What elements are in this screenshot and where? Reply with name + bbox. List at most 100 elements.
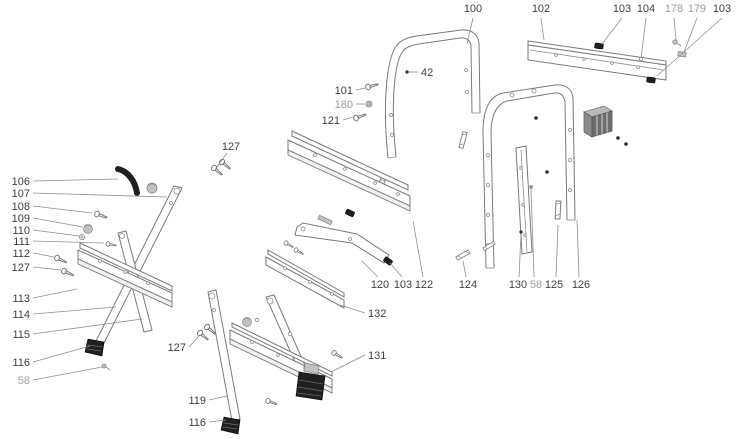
leader-line (32, 318, 143, 335)
part-label-102: 102 (532, 3, 550, 15)
part-label-127-c: 127 (168, 342, 186, 354)
part-frame-upper (373, 29, 481, 196)
leader-line (555, 224, 559, 278)
part-label-131: 131 (368, 350, 386, 362)
screw-icon (195, 328, 211, 343)
part-label-42: 42 (421, 67, 433, 79)
rubber-foot-icon (295, 362, 326, 401)
pin-icon (455, 249, 471, 261)
part-label-122: 122 (415, 279, 433, 291)
leader-line (32, 192, 168, 198)
leader-lines (32, 17, 723, 423)
part-label-126: 126 (572, 279, 590, 291)
foot-icon (220, 416, 241, 435)
screw-dot-icon (624, 142, 628, 146)
part-label-108: 108 (12, 201, 30, 213)
clip-icon (646, 76, 656, 84)
part-label-58-b: 58 (530, 279, 542, 291)
leader-line (412, 220, 424, 278)
leader-line (601, 17, 623, 45)
knob-disc-icon (242, 317, 252, 327)
part-label-125: 125 (545, 279, 563, 291)
leader-line (466, 17, 474, 45)
leader-line (339, 304, 366, 314)
part-label-103-a: 103 (613, 3, 631, 15)
leader-line (530, 188, 535, 278)
leader-line (389, 262, 403, 278)
gray-pin-icon (317, 214, 333, 226)
part-leg (207, 289, 241, 422)
part-label-58-a: 58 (18, 375, 30, 387)
part-label-103-b: 103 (713, 3, 731, 15)
screw-icon (209, 163, 225, 178)
part-label-124: 124 (459, 279, 477, 291)
part-label-106: 106 (12, 176, 30, 188)
part-label-114: 114 (12, 309, 30, 321)
leader-line (32, 288, 78, 299)
part-label-110: 110 (12, 225, 30, 237)
leader-line (32, 229, 80, 237)
gray-screw-icon (672, 39, 682, 47)
part-label-107: 107 (12, 188, 30, 200)
knob-disc-icon (146, 182, 158, 194)
handle-icon (115, 166, 140, 196)
part-label-100: 100 (464, 3, 482, 15)
foot-icon (84, 338, 105, 357)
part-label-179: 179 (688, 3, 706, 15)
part-label-127-a: 127 (222, 141, 240, 153)
screw-icon (352, 111, 368, 123)
screw-dot-icon (616, 136, 620, 140)
part-fasteners-upper (352, 81, 380, 123)
leader-line (208, 395, 228, 401)
leader-line (32, 306, 117, 315)
part-label-115: 115 (12, 329, 30, 341)
screw-icon (93, 209, 109, 221)
screw-icon (292, 246, 305, 257)
knob-disc-icon (83, 224, 93, 234)
leader-line (683, 17, 698, 53)
part-label-121: 121 (322, 115, 340, 127)
leader-line (656, 17, 723, 77)
part-label-130: 130 (509, 279, 527, 291)
leader-line (576, 219, 580, 278)
part-label-119: 119 (188, 395, 206, 407)
part-label-116-b: 116 (188, 417, 206, 429)
leader-line (540, 17, 545, 41)
leader-line (188, 335, 200, 348)
part-label-113: 113 (12, 293, 30, 305)
clip-icon (344, 208, 356, 218)
leader-line (208, 419, 227, 423)
screw-icon (330, 349, 344, 361)
part-label-120: 120 (371, 279, 389, 291)
leader-line (361, 260, 379, 278)
part-center-leg-assembly (195, 239, 345, 435)
screw-dot-icon (545, 170, 549, 174)
leader-line (32, 178, 119, 182)
part-label-178: 178 (665, 3, 683, 15)
leader-line (216, 152, 228, 168)
switch-box-icon (583, 105, 613, 138)
leader-line (32, 240, 105, 244)
leader-line (640, 17, 647, 59)
part-frame-right (455, 84, 628, 269)
leader-line (32, 205, 93, 214)
part-label-109: 109 (12, 213, 30, 225)
part-label-127-b: 127 (12, 262, 30, 274)
leader-line (32, 252, 55, 258)
part-label-103-c: 103 (394, 279, 412, 291)
screw-dot-icon (534, 116, 538, 120)
screw-icon (105, 240, 117, 249)
leader-line (32, 217, 84, 228)
leader-line (355, 87, 366, 91)
part-label-132: 132 (368, 308, 386, 320)
leader-line (673, 17, 677, 41)
leader-line (462, 260, 467, 278)
part-support-arm (294, 222, 394, 266)
part-label-112: 112 (12, 248, 30, 260)
screw-icon (282, 239, 295, 250)
leader-dot (405, 70, 409, 74)
screw-icon (60, 266, 76, 279)
leader-line (32, 345, 91, 363)
part-label-104: 104 (637, 3, 655, 15)
leader-line (342, 116, 354, 121)
